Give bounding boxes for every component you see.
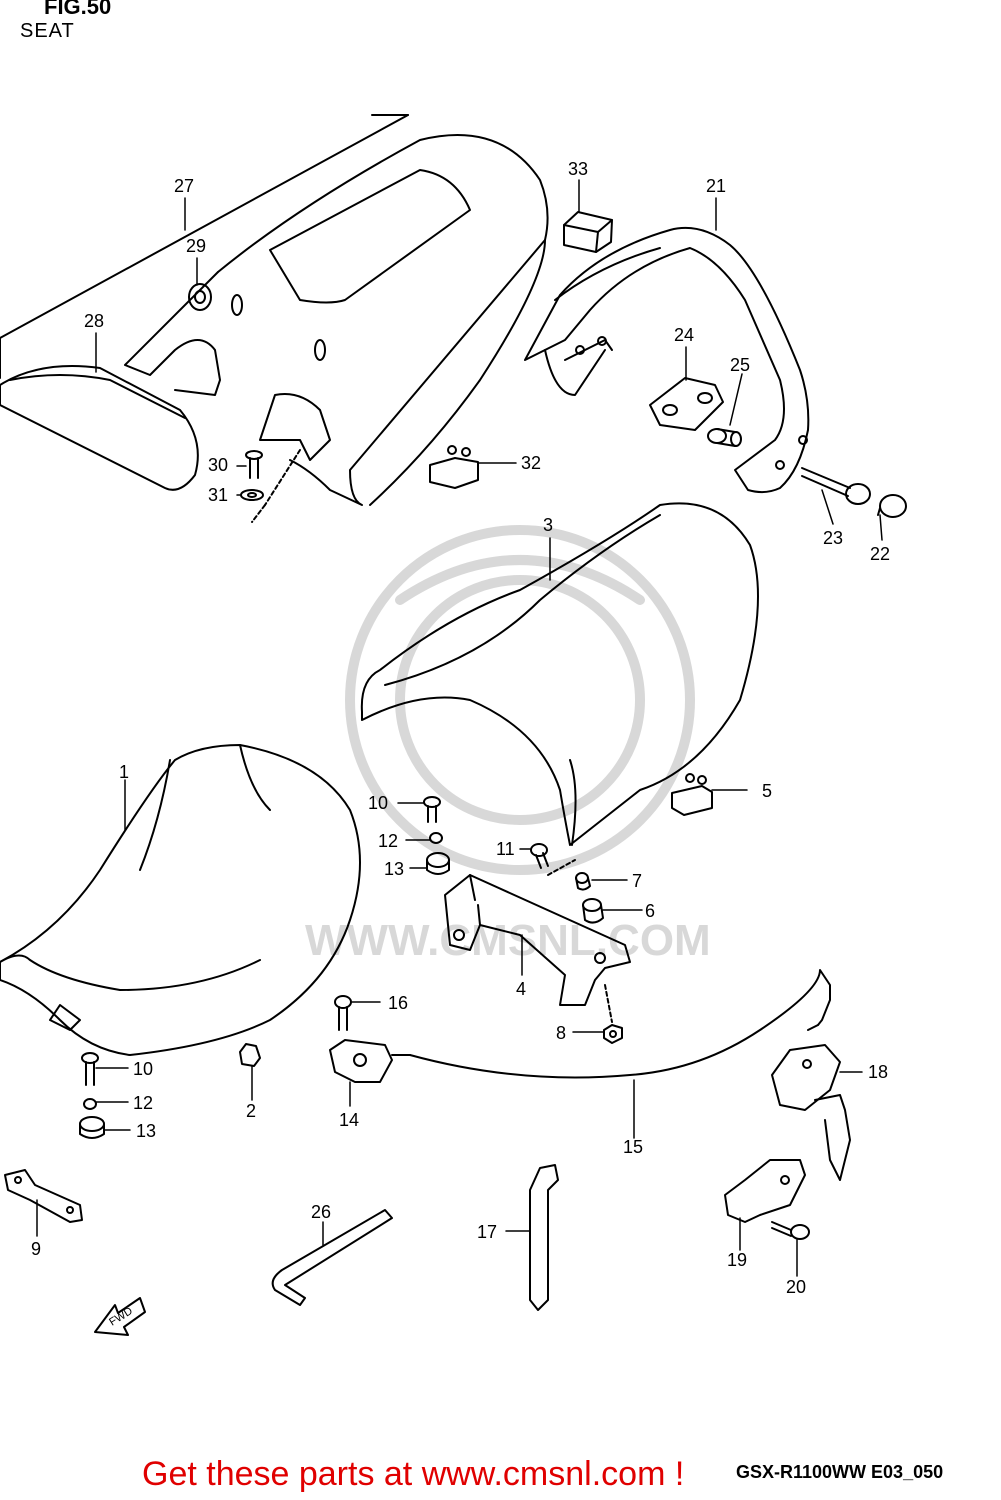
callout-3: 3 — [543, 515, 553, 535]
callout-15: 15 — [623, 1137, 643, 1157]
seat-lock-lever-14 — [329, 1039, 411, 1083]
bolt-10-lower — [81, 1052, 99, 1086]
clip-2 — [239, 1043, 261, 1067]
rear-seat-3 — [360, 502, 759, 846]
cable-15 — [409, 969, 831, 1079]
bolt-20 — [771, 1221, 810, 1240]
bolt-23 — [801, 467, 871, 505]
callout-22: 22 — [870, 544, 890, 564]
grommet-13-upper — [426, 852, 450, 875]
callout-10-lower: 10 — [133, 1059, 153, 1079]
callout-12-upper: 12 — [378, 831, 398, 851]
callout-14: 14 — [339, 1110, 359, 1130]
callout-labels: 27 29 28 30 31 33 21 24 25 32 23 22 3 5 … — [31, 159, 890, 1297]
callout-33: 33 — [568, 159, 588, 179]
callout-24: 24 — [674, 325, 694, 345]
screw-16 — [334, 995, 352, 1031]
callout-17: 17 — [477, 1222, 497, 1242]
leader-lines — [36, 179, 883, 1277]
diagram-code: GSX-R1100WW E03_050 — [736, 1462, 944, 1482]
callout-27: 27 — [174, 176, 194, 196]
nut-12-upper — [429, 832, 443, 844]
grab-handle-21 — [524, 226, 810, 494]
strap-9 — [4, 1169, 83, 1223]
callout-7: 7 — [632, 871, 642, 891]
callout-32: 32 — [521, 453, 541, 473]
callout-9: 9 — [31, 1239, 41, 1259]
callout-19: 19 — [727, 1250, 747, 1270]
callout-10-upper: 10 — [368, 793, 388, 813]
cap-22 — [877, 494, 907, 518]
grommet-13-lower — [79, 1116, 105, 1139]
cushion-33 — [563, 211, 613, 253]
callout-2: 2 — [246, 1101, 256, 1121]
seat-switch-32 — [429, 445, 479, 489]
collar-7 — [575, 872, 591, 891]
watermark: WWW.CMSNL.COM — [305, 525, 711, 965]
callout-5: 5 — [762, 781, 772, 801]
callout-31: 31 — [208, 485, 228, 505]
callout-21: 21 — [706, 176, 726, 196]
lock-bracket-19 — [724, 1159, 806, 1223]
nut-12-lower — [83, 1098, 97, 1110]
bolt-10-upper — [423, 796, 441, 823]
fwd-arrow: FWD — [94, 1297, 146, 1336]
callout-20: 20 — [786, 1277, 806, 1297]
spacer-24 — [649, 377, 724, 431]
seat-switch-5 — [671, 773, 713, 816]
callout-12-lower: 12 — [133, 1093, 153, 1113]
callout-13-upper: 13 — [384, 859, 404, 879]
hex-wrench-26 — [271, 1209, 393, 1306]
tie-17 — [529, 1164, 559, 1311]
nut-8 — [603, 984, 623, 1044]
figure-title: FIG.50 — [44, 0, 112, 19]
collar-25 — [707, 428, 742, 447]
seat-pad-28 — [0, 365, 199, 491]
callout-16: 16 — [388, 993, 408, 1013]
seat-lock-18 — [771, 1044, 851, 1181]
callout-25: 25 — [730, 355, 750, 375]
callout-8: 8 — [556, 1023, 566, 1043]
front-seat-1 — [0, 744, 361, 1056]
bolt-30 — [245, 450, 263, 479]
callout-11: 11 — [496, 839, 515, 859]
callout-1: 1 — [119, 762, 129, 782]
callout-28: 28 — [84, 311, 104, 331]
callout-4: 4 — [516, 979, 526, 999]
callout-29: 29 — [186, 236, 206, 256]
nut-29 — [188, 283, 212, 311]
bracket-4 — [444, 874, 631, 1006]
callout-23: 23 — [823, 528, 843, 548]
tail-cowl-27 — [0, 114, 549, 506]
callout-13-lower: 13 — [136, 1121, 156, 1141]
screw-11 — [530, 843, 576, 876]
callout-6: 6 — [645, 901, 655, 921]
watermark-text: WWW.CMSNL.COM — [305, 916, 711, 965]
callout-18: 18 — [868, 1062, 888, 1082]
callout-26: 26 — [311, 1202, 331, 1222]
parts-link[interactable]: Get these parts at www.cmsnl.com ! — [142, 1455, 685, 1493]
section-title: SEAT — [20, 20, 75, 42]
damper-6 — [582, 898, 604, 924]
callout-30: 30 — [208, 455, 228, 475]
